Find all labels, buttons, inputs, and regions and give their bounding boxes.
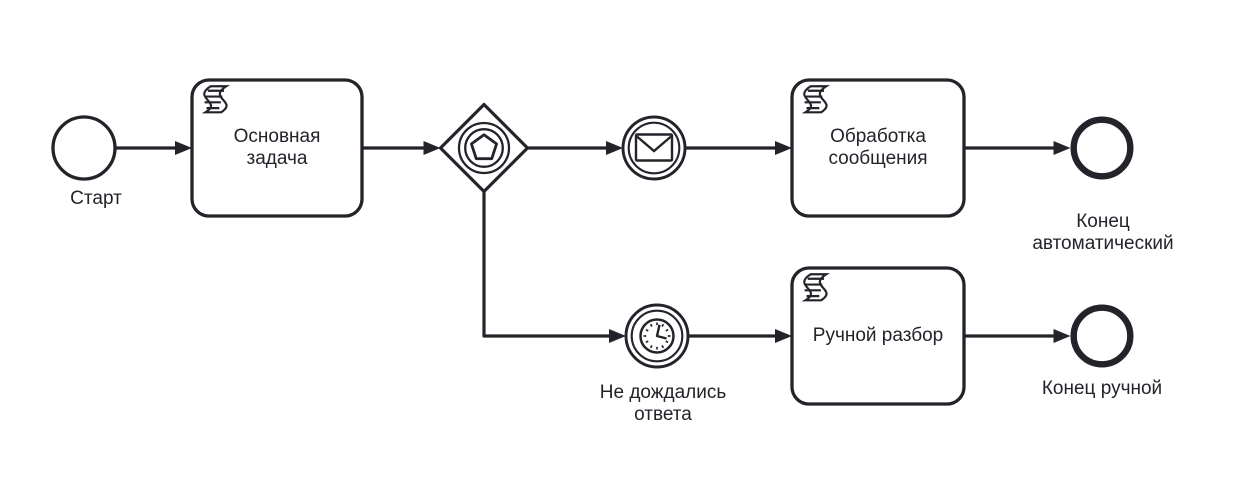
sequence-flow-process-task-to-end-auto[interactable]: [964, 141, 1071, 155]
end-auto-event-label: Конец автоматический: [1032, 211, 1174, 254]
envelope-icon: [634, 133, 674, 162]
manual-task-shape[interactable]: [790, 266, 966, 406]
sequence-flow-start-to-main-task[interactable]: [116, 141, 192, 155]
main-task-shape[interactable]: [190, 78, 364, 218]
sequence-flow-message-event-to-process-task[interactable]: [686, 141, 792, 155]
start-event-label: Старт: [70, 188, 122, 209]
pentagon-icon: [470, 133, 498, 161]
script-icon: [801, 273, 831, 302]
timer-event-label: Не дождались ответа: [599, 382, 727, 425]
process-message-task-shape[interactable]: [790, 78, 966, 218]
clock-icon: [639, 318, 675, 354]
message-event-shape[interactable]: [621, 115, 687, 181]
process-message-task-label: Обработка сообщения: [828, 126, 928, 169]
script-icon: [201, 85, 231, 114]
script-icon: [801, 85, 831, 114]
end-manual-event-shape[interactable]: [1070, 304, 1134, 368]
end-manual-event-label: Конец ручной: [1041, 378, 1163, 399]
sequence-flow-gateway-to-timer-event[interactable]: [482, 191, 626, 344]
sequence-flow-timer-event-to-manual-task[interactable]: [689, 329, 792, 343]
end-auto-event-shape[interactable]: [1070, 116, 1134, 180]
timer-event-shape[interactable]: [624, 303, 690, 369]
sequence-flow-gateway-to-message-event[interactable]: [528, 141, 623, 155]
manual-task-label: Ручной разбор: [812, 325, 944, 346]
sequence-flow-main-task-to-gateway[interactable]: [362, 141, 441, 155]
event-gateway-shape[interactable]: [438, 102, 530, 194]
start-event-shape[interactable]: [51, 115, 117, 181]
sequence-flow-manual-task-to-end-manual[interactable]: [964, 329, 1071, 343]
main-task-label: Основная задача: [233, 126, 321, 169]
